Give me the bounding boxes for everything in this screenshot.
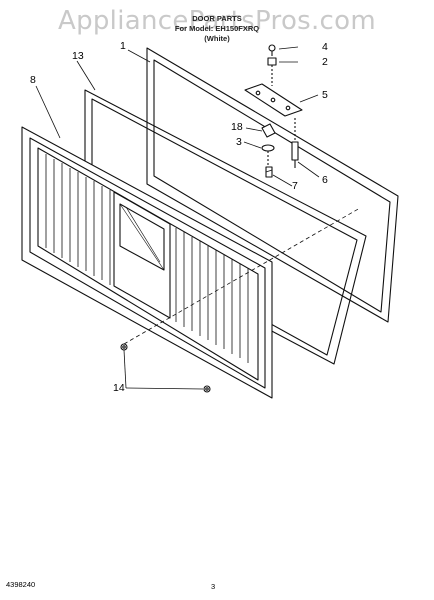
door-frame-part-1 [146, 47, 399, 323]
callout-14: 14 [113, 382, 125, 394]
screw-part-14-upper [120, 343, 128, 351]
screw-part-7 [265, 166, 273, 178]
page-number: 3 [211, 582, 216, 591]
hinge-bracket-part-5 [244, 83, 303, 117]
callout-3: 3 [236, 136, 242, 148]
callout-18: 18 [231, 121, 243, 133]
screw-part-4 [268, 44, 276, 56]
callout-13: 13 [72, 50, 84, 62]
callout-8: 8 [30, 74, 36, 86]
diagram-variant: (White) [204, 34, 230, 43]
callout-4: 4 [322, 41, 328, 53]
callout-6: 6 [322, 174, 328, 186]
assembly-line [123, 207, 361, 345]
hinge-pin-part-18 [261, 123, 276, 138]
stop-part-6 [291, 141, 299, 168]
watermark: AppliancePartsPros.com [57, 6, 376, 36]
callout-1: 1 [120, 40, 126, 52]
diagram-subtitle: For Model: EH150FXRQ [174, 24, 260, 33]
screw-part-14-lower [203, 385, 211, 393]
bushing-part-2 [267, 57, 277, 86]
document-number: 4398240 [6, 580, 36, 589]
leader-lines [35, 46, 320, 390]
washer-part-3 [261, 144, 275, 165]
callout-7: 7 [292, 180, 298, 192]
inner-door-panel-part-8 [21, 126, 273, 399]
callout-2: 2 [322, 56, 328, 68]
diagram-title: DOOR PARTS [192, 14, 242, 23]
callout-5: 5 [322, 89, 328, 101]
hinge-hardware [244, 44, 303, 178]
